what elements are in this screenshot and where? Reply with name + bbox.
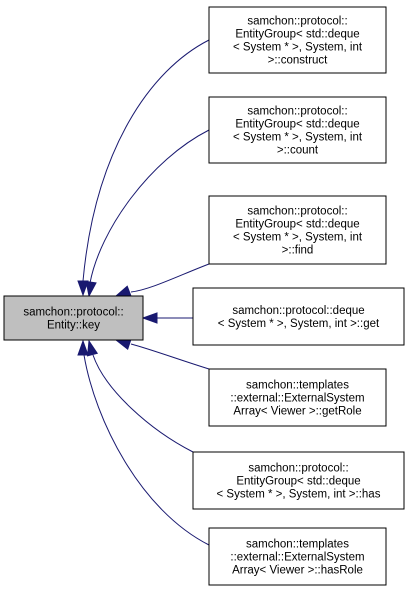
caller-node-label-line: < System * >, System, int >::has bbox=[217, 489, 381, 501]
caller-node[interactable]: samchon::protocol::EntityGroup< std::deq… bbox=[208, 96, 387, 164]
edge-line bbox=[130, 343, 210, 370]
caller-node[interactable]: samchon::protocol::deque< System * >, Sy… bbox=[192, 287, 405, 346]
caller-node-label-line: ::external::ExternalSystem bbox=[230, 552, 364, 564]
caller-node[interactable]: samchon::templates::external::ExternalSy… bbox=[208, 368, 387, 427]
caller-node-label-line: < System * >, System, int bbox=[233, 232, 363, 244]
call-edge bbox=[86, 339, 194, 453]
arrowhead-icon bbox=[141, 312, 158, 324]
source-node-box bbox=[3, 295, 144, 341]
call-edge bbox=[77, 339, 210, 546]
edge-line bbox=[92, 354, 194, 453]
caller-node-label-line: < System * >, System, int >::get bbox=[218, 318, 380, 330]
arrowhead-icon bbox=[85, 280, 97, 298]
arrowhead-icon bbox=[77, 280, 89, 297]
caller-node-label-line: samchon::protocol:: bbox=[247, 206, 347, 218]
edge-line bbox=[83, 354, 210, 546]
arrowhead-icon bbox=[86, 339, 99, 357]
edge-line bbox=[130, 263, 210, 293]
caller-node-label-line: ::external::ExternalSystem bbox=[230, 393, 364, 405]
source-node-label-line: Entity::key bbox=[47, 320, 100, 332]
call-edge bbox=[114, 263, 210, 297]
edges bbox=[77, 39, 210, 546]
call-edge bbox=[77, 39, 210, 297]
call-edge bbox=[114, 339, 210, 370]
nodes: samchon::protocol::Entity::keysamchon::p… bbox=[3, 6, 405, 586]
caller-node-label-line: samchon::protocol:: bbox=[247, 16, 347, 28]
arrowhead-icon bbox=[77, 339, 89, 356]
arrowhead-icon bbox=[114, 285, 132, 297]
caller-node-label-line: >::construct bbox=[268, 55, 329, 67]
caller-node[interactable]: samchon::protocol::EntityGroup< std::deq… bbox=[208, 195, 387, 265]
caller-node-label-line: EntityGroup< std::deque bbox=[235, 119, 359, 131]
edge-line bbox=[82, 39, 210, 282]
caller-node-box bbox=[208, 6, 387, 74]
caller-node-label-line: samchon::templates bbox=[246, 380, 349, 392]
caller-node-label-line: samchon::protocol::deque bbox=[232, 305, 364, 317]
call-edge bbox=[85, 129, 210, 298]
caller-node-label-line: samchon::protocol:: bbox=[247, 106, 347, 118]
caller-node-label-line: EntityGroup< std::deque bbox=[235, 29, 359, 41]
caller-node-label-line: Array< Viewer >::getRole bbox=[233, 406, 361, 418]
edge-line bbox=[89, 129, 210, 284]
caller-node[interactable]: samchon::protocol::EntityGroup< std::deq… bbox=[192, 451, 405, 510]
source-node[interactable]: samchon::protocol::Entity::key bbox=[3, 295, 144, 341]
call-edge bbox=[141, 312, 193, 324]
caller-node-box bbox=[192, 451, 405, 510]
caller-node[interactable]: samchon::templates::external::ExternalSy… bbox=[208, 527, 387, 586]
caller-node-box bbox=[208, 195, 387, 265]
caller-node-box bbox=[208, 527, 387, 586]
source-node-label-line: samchon::protocol:: bbox=[23, 307, 123, 319]
caller-node-label-line: >::find bbox=[282, 245, 314, 257]
caller-node-label-line: samchon::templates bbox=[246, 539, 349, 551]
caller-node-box bbox=[208, 96, 387, 164]
caller-node-label-line: EntityGroup< std::deque bbox=[235, 219, 359, 231]
caller-node-label-line: Array< Viewer >::hasRole bbox=[232, 565, 363, 577]
caller-node-label-line: < System * >, System, int bbox=[233, 132, 363, 144]
caller-node-label-line: >::count bbox=[277, 145, 319, 157]
caller-node-box bbox=[192, 287, 405, 346]
caller-node[interactable]: samchon::protocol::EntityGroup< std::deq… bbox=[208, 6, 387, 74]
arrowhead-icon bbox=[114, 339, 132, 351]
caller-node-label-line: samchon::protocol:: bbox=[248, 463, 348, 475]
caller-node-box bbox=[208, 368, 387, 427]
caller-node-label-line: EntityGroup< std::deque bbox=[236, 476, 360, 488]
caller-node-label-line: < System * >, System, int bbox=[233, 42, 363, 54]
